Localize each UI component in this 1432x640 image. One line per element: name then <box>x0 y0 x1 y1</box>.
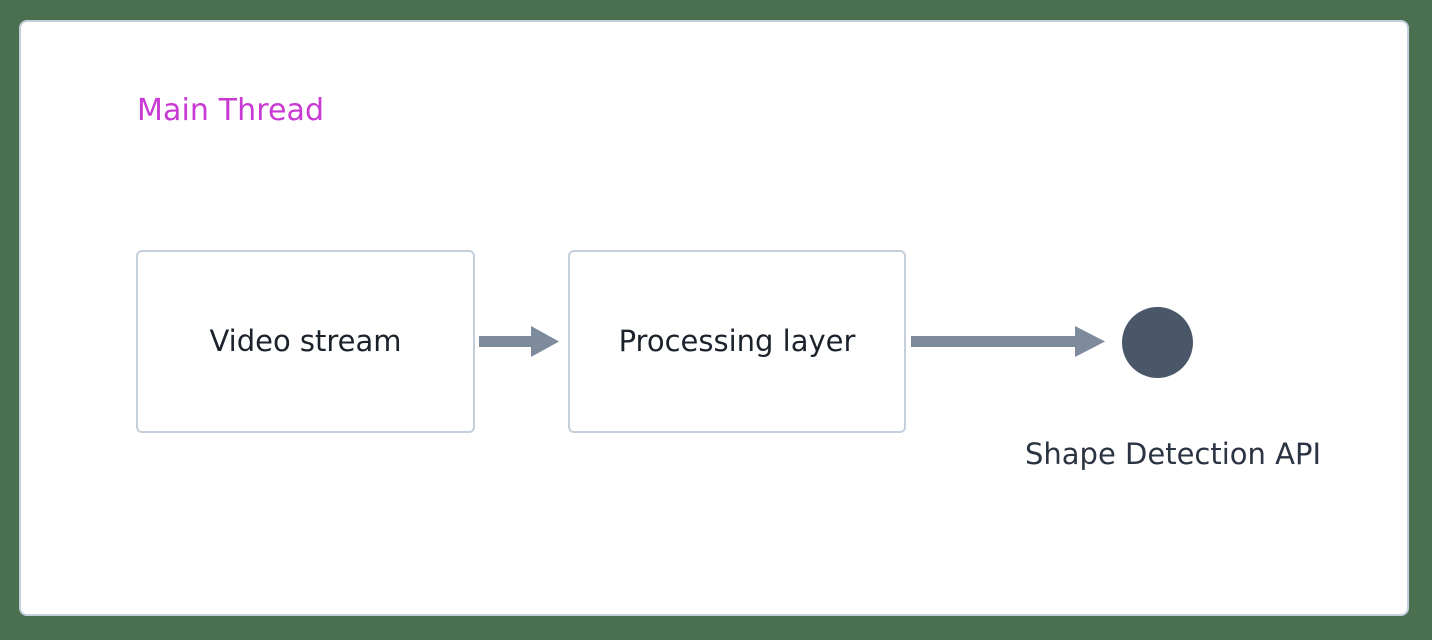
node-video-stream-label: Video stream <box>209 324 402 358</box>
arrow-processing-to-api <box>911 326 1105 357</box>
main-thread-title: Main Thread <box>137 93 325 128</box>
node-processing-layer[interactable]: Processing layer <box>568 250 906 433</box>
node-shape-detection-api[interactable] <box>1122 307 1193 378</box>
node-shape-detection-api-label: Shape Detection API <box>1025 437 1322 471</box>
arrow-video-to-processing <box>479 326 559 357</box>
node-processing-layer-label: Processing layer <box>618 324 856 358</box>
node-video-stream[interactable]: Video stream <box>136 250 475 433</box>
main-thread-panel: Main Thread Video stream Processing laye… <box>19 20 1409 616</box>
